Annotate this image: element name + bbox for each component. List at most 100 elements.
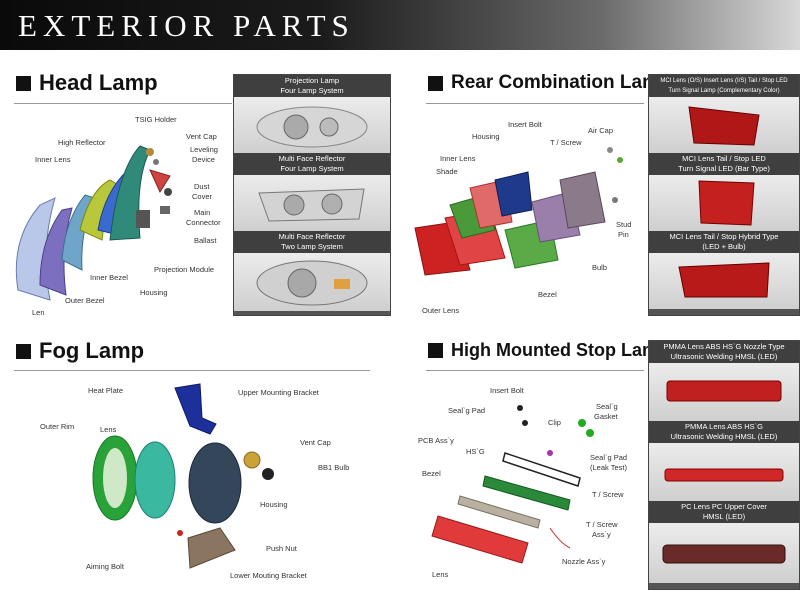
rear-lamp-diagram: Insert Bolt Housing T / Screw Air Cap In…	[410, 110, 646, 322]
label-outer-rim: Outer Rim	[40, 422, 75, 431]
photo-projection-lamp	[234, 97, 390, 153]
caption-line: Four Lamp System	[280, 86, 344, 95]
label-device: Device	[192, 155, 215, 164]
hmsl-illustration	[431, 405, 594, 564]
label-upper-mounting-bracket: Upper Mounting Bracket	[238, 388, 319, 397]
caption-line: Multi Face Reflector	[278, 232, 346, 241]
label-bb1-bulb: BB1 Bulb	[318, 463, 350, 472]
header-banner	[0, 0, 800, 50]
photo-multi-face-two	[234, 253, 390, 311]
divider	[426, 370, 644, 371]
label-clip: Clip	[548, 418, 561, 427]
caption-line: Turn Signal Lamp (Complementary Color)	[668, 88, 780, 94]
label-sealg-pad: Seal`g Pad	[448, 406, 486, 415]
divider	[14, 103, 232, 104]
page-title: EXTERIOR PARTS	[18, 8, 355, 43]
label-leak-test: (Leak Test)	[590, 463, 627, 472]
caption-line: Two Lamp System	[281, 242, 343, 251]
label-inner-bezel: Inner Bezel	[90, 273, 128, 282]
caption-line: Four Lamp System	[280, 164, 344, 173]
rear-lamp-photo-panel: MCI Lens (O/S) Insert Lens (I/S) Tail / …	[648, 74, 800, 316]
caption: MCI Lens (O/S) Insert Lens (I/S) Tail / …	[649, 75, 799, 97]
caption-line: Multi Face Reflector	[278, 154, 346, 163]
caption-line: Ultrasonic Welding HMSL (LED)	[670, 432, 778, 441]
label-housing: Housing	[472, 132, 500, 141]
label-aiming-bolt: Aiming Bolt	[86, 562, 124, 571]
hmsl-diagram: Insert Bolt Seal`g Pad Seal`g Gasket Cli…	[410, 378, 646, 590]
caption-line: PC Lens PC Upper Cover	[681, 502, 767, 511]
caption-line: PMMA Lens ABS HS`G	[685, 422, 763, 431]
fog-lamp-diagram: Heat Plate Upper Mounting Bracket Outer …	[20, 378, 380, 588]
label-ballast: Ballast	[194, 236, 217, 245]
caption: MCI Lens Tail / Stop Hybrid Type(LED + B…	[649, 231, 799, 253]
label-shade: Shade	[436, 167, 458, 176]
label-heat-plate: Heat Plate	[88, 386, 124, 395]
label-bezel: Bezel	[422, 469, 441, 478]
square-bullet-icon	[428, 75, 443, 91]
section-hmsl-label: High Mounted Stop Lamp	[451, 340, 669, 360]
head-lamp-diagram: TSIG Holder Vent Cap High Reflector Leve…	[10, 110, 232, 320]
label-sealg: Seal`g	[596, 402, 618, 411]
photo-hmsl-3	[649, 523, 799, 583]
fog-lamp-illustration	[92, 383, 274, 569]
label-len: Len	[32, 308, 45, 317]
label-dust: Dust	[194, 182, 210, 191]
rear-lamp-photo-1: MCI Lens (O/S) Insert Lens (I/S) Tail / …	[649, 75, 799, 153]
label-vent-cap: Vent Cap	[300, 438, 331, 447]
label-t-screw-2: T / Screw	[586, 520, 618, 529]
section-rear-lamp-title: Rear Combination Lamp	[428, 72, 671, 94]
caption-line: (LED + Bulb)	[702, 242, 746, 251]
section-head-lamp-label: Head Lamp	[39, 70, 158, 95]
head-lamp-illustration	[15, 145, 172, 301]
photo-rear-lamp-3	[649, 253, 799, 309]
divider	[426, 103, 644, 104]
photo-hmsl-2	[649, 443, 799, 501]
label-tsig-holder: TSIG Holder	[135, 115, 177, 124]
label-insert-bolt: Insert Bolt	[490, 386, 524, 395]
section-fog-lamp-title: Fog Lamp	[16, 338, 144, 364]
photo-multi-face-four	[234, 175, 390, 231]
section-hmsl-title: High Mounted Stop Lamp	[428, 340, 669, 361]
label-t-screw: T / Screw	[592, 490, 624, 499]
section-head-lamp-title: Head Lamp	[16, 70, 158, 96]
label-lower-mounting-bracket: Lower Mouting Bracket	[230, 571, 307, 580]
label-outer-bezel: Outer Bezel	[65, 296, 105, 305]
rear-lamp-photo-3: MCI Lens Tail / Stop Hybrid Type(LED + B…	[649, 231, 799, 309]
label-sealg-pad-2: Seal`g Pad	[590, 453, 628, 462]
label-hsg: HS`G	[466, 447, 485, 456]
caption-line: MCI Lens Tail / Stop LED	[682, 154, 766, 163]
caption-line: Ultrasonic Welding HMSL (LED)	[670, 352, 778, 361]
label-insert-bolt: Insert Bolt	[508, 120, 542, 129]
label-leveling: Leveling	[190, 145, 218, 154]
photo-hmsl-1	[649, 363, 799, 421]
label-bezel: Bezel	[538, 290, 557, 299]
label-high-reflector: High Reflector	[58, 138, 106, 147]
label-lens: Lens	[432, 570, 449, 579]
label-vent-cap: Vent Cap	[186, 132, 217, 141]
label-housing: Housing	[260, 500, 288, 509]
label-outer-lens: Outer Lens	[422, 306, 460, 315]
caption-line: HMSL (LED)	[702, 512, 746, 521]
label-housing: Housing	[140, 288, 168, 297]
square-bullet-icon	[16, 75, 31, 91]
label-push-nut: Push Nut	[266, 544, 297, 553]
section-rear-lamp-label: Rear Combination Lamp	[451, 72, 671, 93]
label-pin: Pin	[618, 230, 629, 239]
caption-line: PMMA Lens ABS HS`G Nozzle Type	[663, 342, 785, 351]
caption-line: Projection Lamp	[284, 76, 340, 85]
label-inner-lens: Inner Lens	[35, 155, 71, 164]
label-connector: Connector	[186, 218, 221, 227]
rear-lamp-illustration	[414, 147, 623, 276]
